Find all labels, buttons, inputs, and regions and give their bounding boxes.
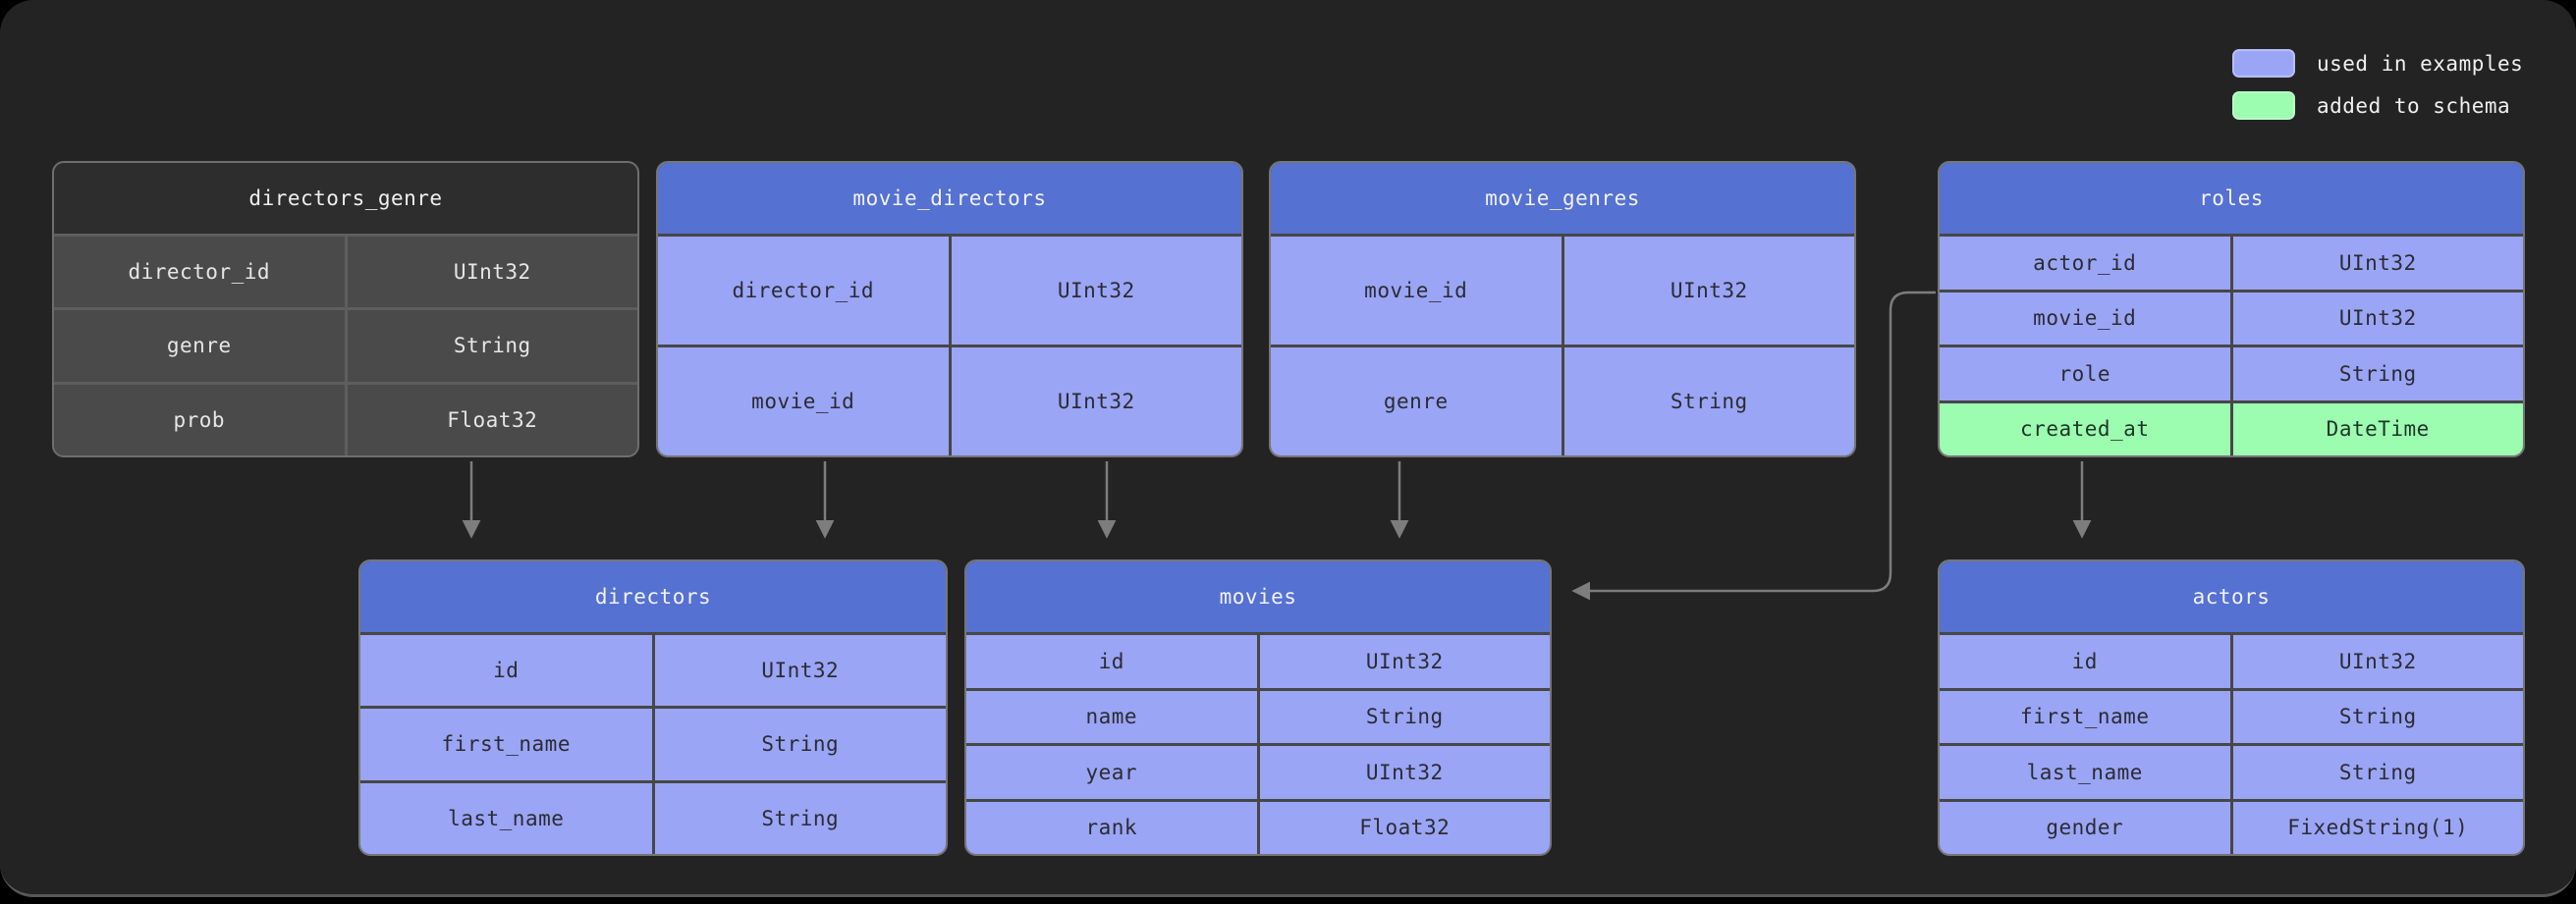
cell-type: String <box>347 310 637 382</box>
legend-item-used-in-examples: used in examples <box>2232 49 2523 78</box>
cell-name: movie_id <box>658 347 949 455</box>
cell-name: last_name <box>1940 746 2230 799</box>
table-title: movies <box>966 561 1550 632</box>
cell-name: actor_id <box>1940 237 2230 290</box>
cell-name: last_name <box>360 782 652 854</box>
cell-name: role <box>1940 347 2230 400</box>
cell-type: UInt32 <box>2232 292 2523 345</box>
cell-type: UInt32 <box>1563 237 1854 345</box>
cell-type: UInt32 <box>1259 746 1550 799</box>
cell-type: Float32 <box>347 384 637 455</box>
legend-swatch-blue <box>2232 49 2295 78</box>
cell-type: String <box>2232 746 2523 799</box>
cell-name: director_id <box>54 237 345 308</box>
legend: used in examples added to schema <box>2232 49 2523 120</box>
cell-name: gender <box>1940 801 2230 854</box>
legend-label: added to schema <box>2317 93 2511 118</box>
cell-name: movie_id <box>1271 237 1562 345</box>
cell-name: year <box>966 746 1257 799</box>
table-title: directors <box>360 561 946 632</box>
cell-name: prob <box>54 384 345 455</box>
table-title: roles <box>1940 163 2523 234</box>
cell-type: String <box>1259 690 1550 743</box>
cell-name: first_name <box>1940 690 2230 743</box>
cell-name: director_id <box>658 237 949 345</box>
table-title: directors_genre <box>54 163 637 234</box>
cell-type: UInt32 <box>1259 635 1550 688</box>
cell-name: id <box>966 635 1257 688</box>
legend-item-added-to-schema: added to schema <box>2232 91 2523 120</box>
table-title: actors <box>1940 561 2523 632</box>
cell-type: UInt32 <box>951 237 1241 345</box>
table-title: movie_genres <box>1271 163 1854 234</box>
cell-name: first_name <box>360 709 652 780</box>
legend-swatch-green <box>2232 91 2295 120</box>
cell-type: UInt32 <box>2232 635 2523 688</box>
legend-label: used in examples <box>2317 51 2524 76</box>
cell-type: String <box>654 782 946 854</box>
cell-name: rank <box>966 801 1257 854</box>
cell-type: UInt32 <box>347 237 637 308</box>
cell-name: name <box>966 690 1257 743</box>
cell-name: genre <box>54 310 345 382</box>
cell-type: String <box>654 709 946 780</box>
cell-type: FixedString(1) <box>2232 801 2523 854</box>
cell-name: created_at <box>1940 402 2230 455</box>
cell-name: movie_id <box>1940 292 2230 345</box>
table-title: movie_directors <box>658 163 1241 234</box>
cell-type: UInt32 <box>2232 237 2523 290</box>
cell-type: String <box>1563 347 1854 455</box>
cell-type: String <box>2232 690 2523 743</box>
cell-name: id <box>360 635 652 707</box>
cell-name: id <box>1940 635 2230 688</box>
cell-type: String <box>2232 347 2523 400</box>
cell-type: DateTime <box>2232 402 2523 455</box>
cell-type: UInt32 <box>951 347 1241 455</box>
cell-name: genre <box>1271 347 1562 455</box>
cell-type: UInt32 <box>654 635 946 707</box>
cell-type: Float32 <box>1259 801 1550 854</box>
